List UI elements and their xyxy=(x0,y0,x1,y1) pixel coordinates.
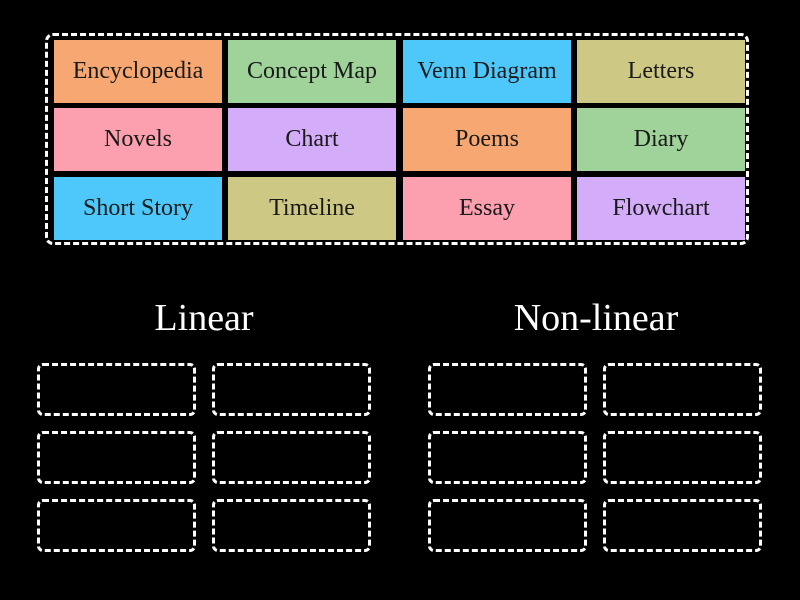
tile-chart[interactable]: Chart xyxy=(228,108,396,171)
tile-novels[interactable]: Novels xyxy=(54,108,222,171)
tile-bank xyxy=(45,33,749,245)
drop-slot-nonlinear[interactable] xyxy=(603,431,762,484)
tile-flowchart[interactable]: Flowchart xyxy=(577,177,745,240)
drop-slot-linear[interactable] xyxy=(212,431,371,484)
drop-slot-linear[interactable] xyxy=(212,363,371,416)
drop-slot-linear[interactable] xyxy=(37,431,196,484)
group-heading-nonlinear: Non-linear xyxy=(513,297,679,339)
drop-slot-nonlinear[interactable] xyxy=(428,363,587,416)
tile-short-story[interactable]: Short Story xyxy=(54,177,222,240)
group-heading-linear: Linear xyxy=(154,297,254,339)
drop-slot-nonlinear[interactable] xyxy=(603,499,762,552)
drop-slot-nonlinear[interactable] xyxy=(428,499,587,552)
tile-concept-map[interactable]: Concept Map xyxy=(228,40,396,103)
tile-poems[interactable]: Poems xyxy=(403,108,571,171)
tile-encyclopedia[interactable]: Encyclopedia xyxy=(54,40,222,103)
tile-venn-diagram[interactable]: Venn Diagram xyxy=(403,40,571,103)
drop-slot-linear[interactable] xyxy=(212,499,371,552)
drop-slot-nonlinear[interactable] xyxy=(428,431,587,484)
tile-diary[interactable]: Diary xyxy=(577,108,745,171)
tile-essay[interactable]: Essay xyxy=(403,177,571,240)
tile-letters[interactable]: Letters xyxy=(577,40,745,103)
drop-slot-nonlinear[interactable] xyxy=(603,363,762,416)
drop-slot-linear[interactable] xyxy=(37,363,196,416)
drop-slot-linear[interactable] xyxy=(37,499,196,552)
tile-timeline[interactable]: Timeline xyxy=(228,177,396,240)
